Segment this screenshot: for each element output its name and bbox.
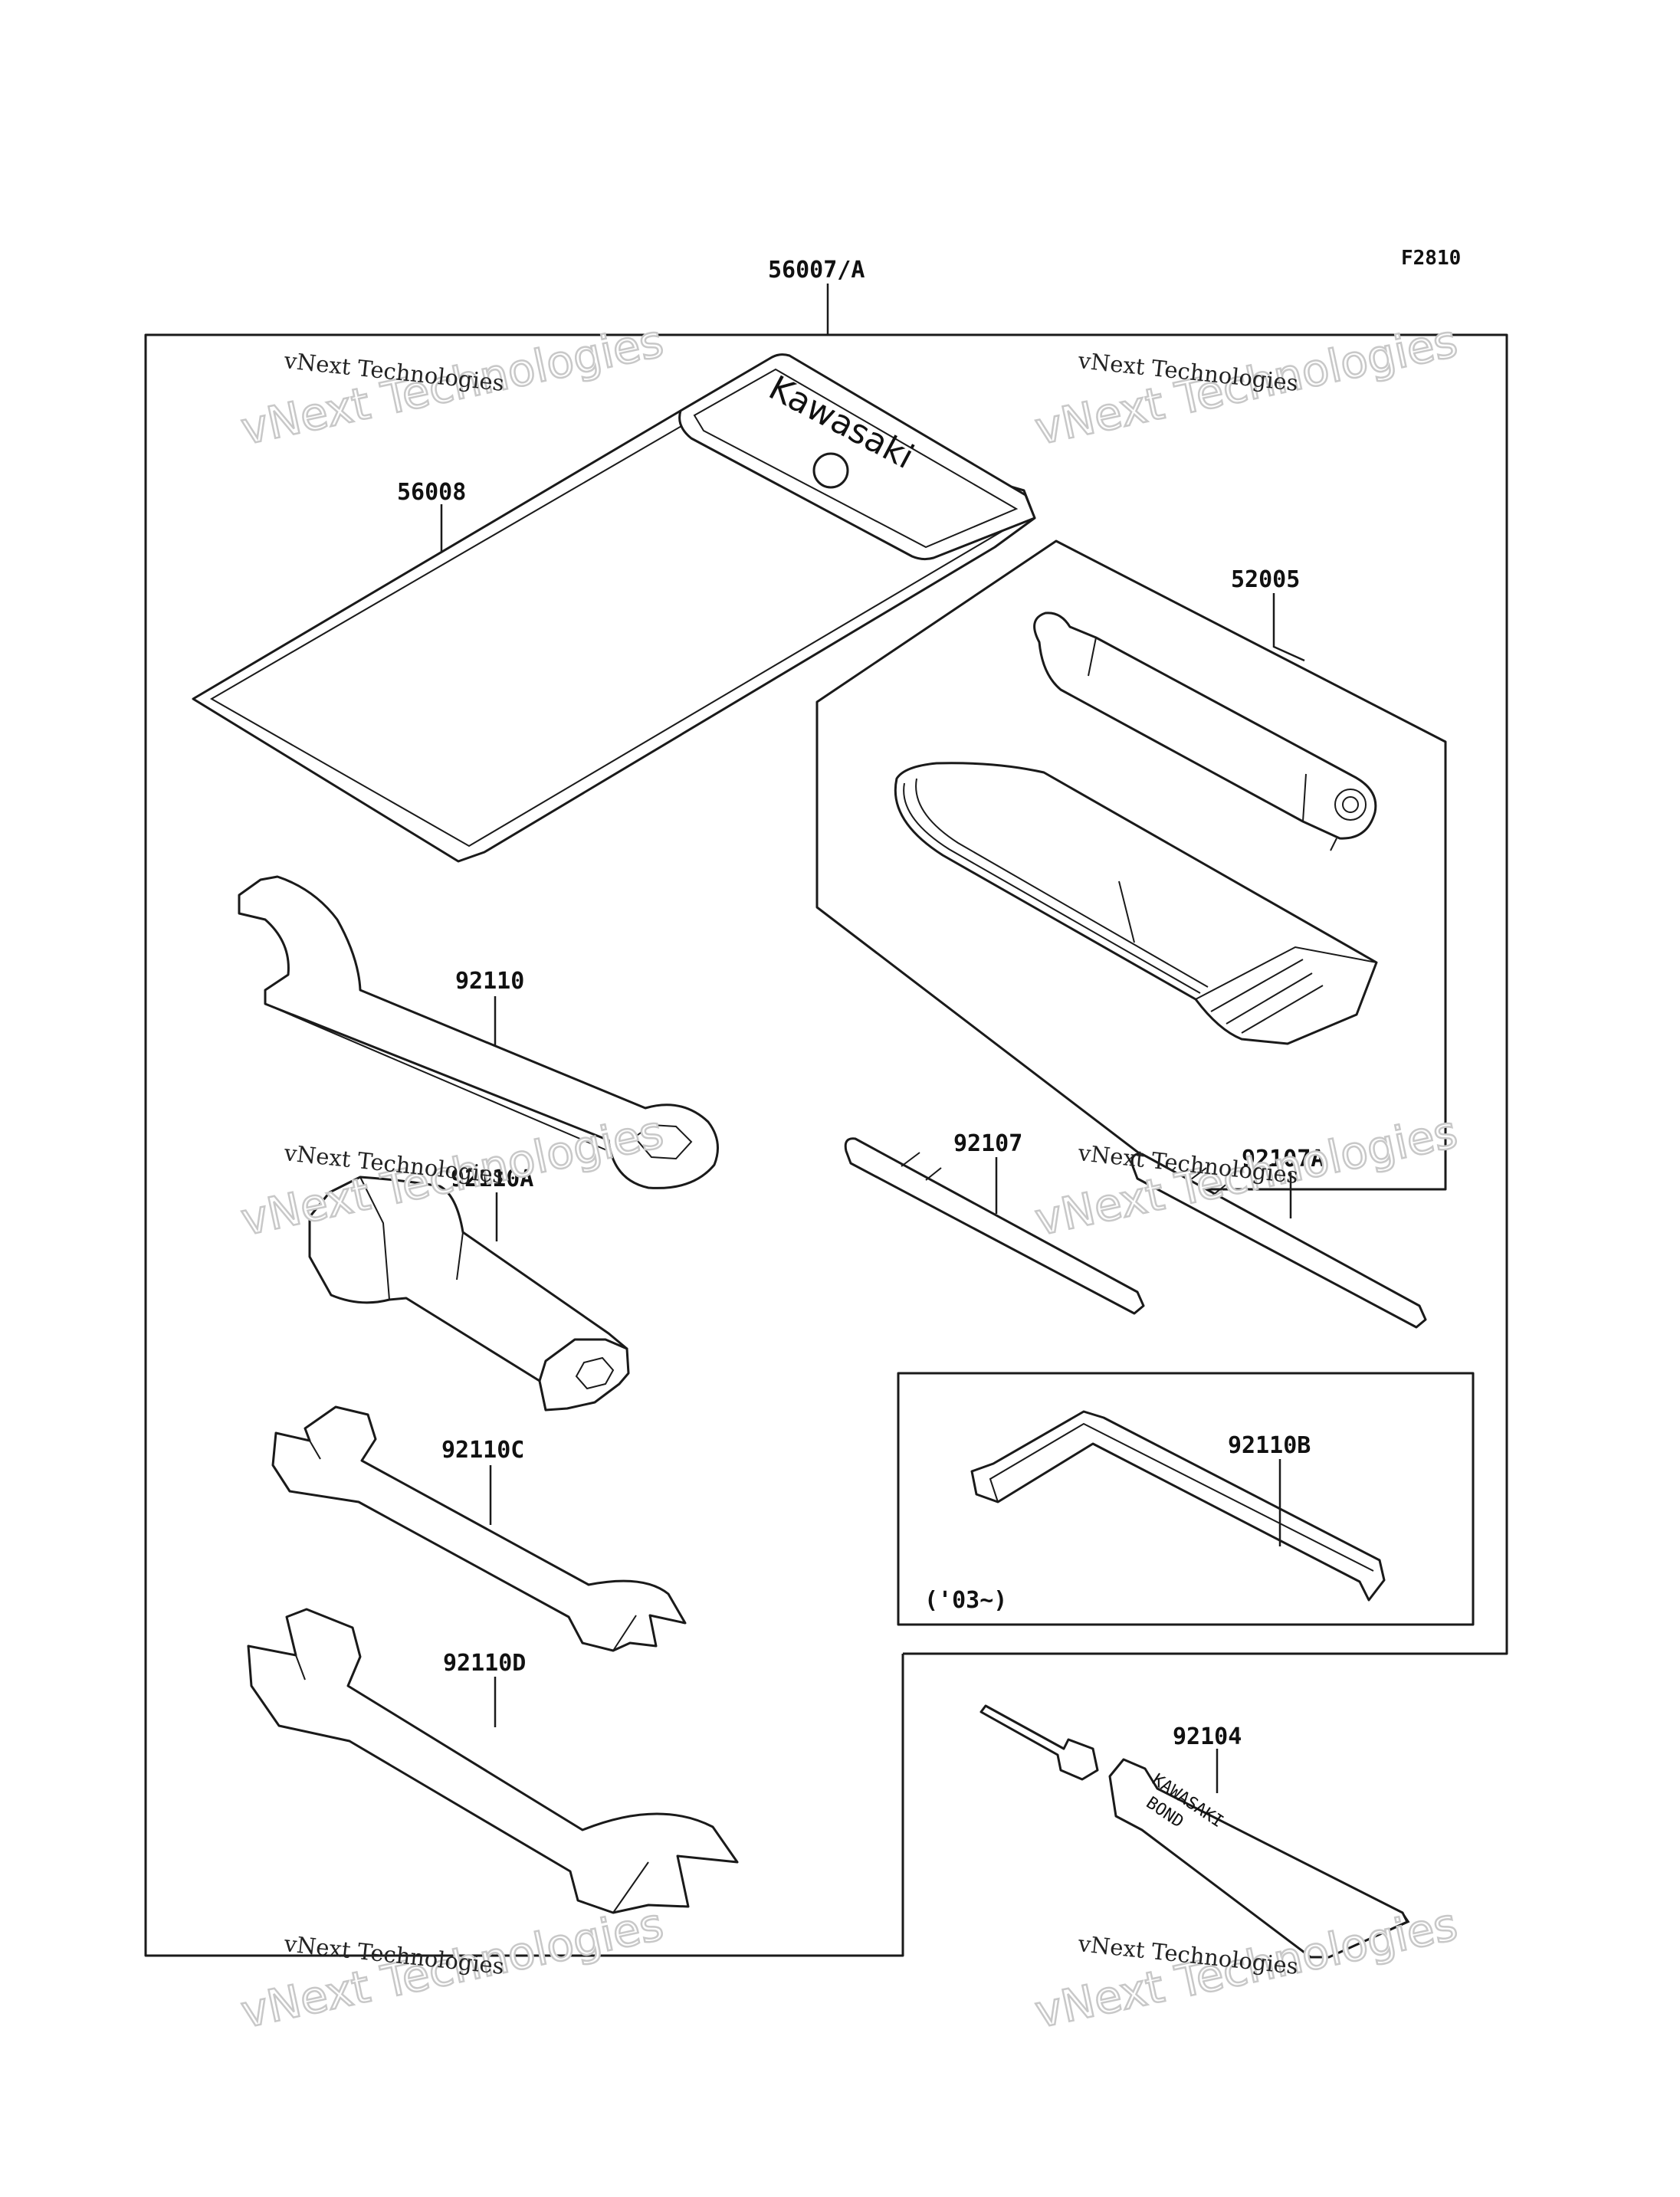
socket-wrench[interactable]	[308, 1176, 630, 1412]
label-spanner-hook: 92110	[455, 968, 524, 995]
label-bond: 92104	[1173, 1723, 1242, 1750]
open-wrench-large[interactable]	[247, 1608, 739, 1914]
screwdriver-set-frame	[815, 539, 1447, 1191]
label-screwdriver-b: 92107A	[1242, 1146, 1324, 1172]
screwdriver-a[interactable]	[844, 1137, 1145, 1315]
label-screwdriver-set: 52005	[1231, 566, 1300, 593]
bond-tube[interactable]: KAWASAKI BOND	[979, 1704, 1410, 1959]
label-socket-wrench: 92110A	[451, 1166, 533, 1192]
kit-frame	[144, 333, 1508, 1957]
label-kit: 56007/A	[768, 257, 865, 284]
hex-key-note: ('03~)	[924, 1587, 1007, 1614]
open-wrench-small[interactable]	[271, 1405, 687, 1652]
hex-key-frame	[897, 1372, 1475, 1626]
label-open-wrench-small: 92110C	[441, 1437, 524, 1464]
screwdriver-b[interactable]	[1130, 1153, 1427, 1329]
tool-bag[interactable]: Kawasaki	[192, 353, 1036, 863]
hex-key[interactable]	[970, 1410, 1386, 1602]
label-screwdriver-a: 92107	[953, 1130, 1022, 1157]
label-open-wrench-large: 92110D	[443, 1650, 526, 1677]
spanner-hook[interactable]	[238, 875, 719, 1189]
screwdriver-set[interactable]	[894, 593, 1378, 1045]
label-hex-key: 92110B	[1228, 1432, 1311, 1459]
figure-code: F2810	[1401, 247, 1461, 270]
label-bag: 56008	[397, 479, 466, 506]
